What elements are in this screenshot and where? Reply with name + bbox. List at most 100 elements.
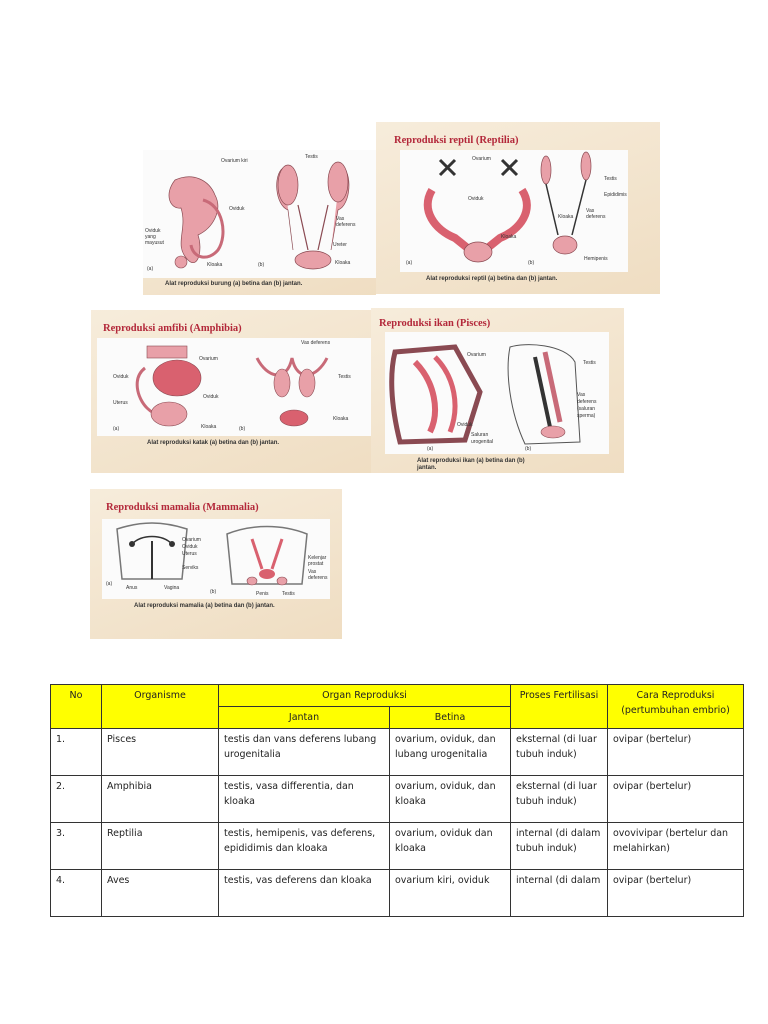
label-saluran-sperma-1: (saluran [577,406,596,412]
label-vas: Vas [308,569,317,575]
cell-betina: ovarium, oviduk dan kloaka [389,822,511,870]
sub-b: (b) [239,426,246,432]
sub-b: (b) [528,260,535,266]
caption-mamalia: Alat reproduksi mamalia (a) betina dan (… [134,603,275,609]
caption-reptil: Alat reproduksi reptil (a) betina dan (b… [426,276,558,282]
sub-a: (a) [406,260,413,266]
label-kloaka: Kloaka [501,234,517,240]
label-vas: Vas [586,208,595,214]
label-vas: Vas [336,216,345,222]
cell-organisme: Pisces [101,728,219,776]
cell-proses: internal (di dalam tubuh induk) [510,822,608,870]
figure-amfibi [97,338,373,436]
label-deferens: deferens [336,222,356,228]
label-prostat: prostat [308,561,324,567]
header-organisme: Organisme [101,684,219,729]
title-reptil: Reproduksi reptil (Reptilia) [394,135,519,146]
cell-betina: ovarium, oviduk, dan kloaka [389,775,511,823]
panel-mamalia: Reproduksi mamalia (Mammalia) Ovarium Ov… [90,489,342,639]
label-testis: Testis [583,360,596,366]
label-ovarium: Ovarium [467,352,486,358]
figure-mamalia [102,519,330,599]
cell-jantan: testis dan vans deferens lubang urogenit… [218,728,390,776]
table-row: 4. Aves testis, vas deferens dan kloaka … [50,869,744,917]
label-deferens: deferens [586,214,606,220]
label-kloaka-betina: Kloaka [207,262,223,268]
illustration-reptil [423,151,592,263]
label-oviduk: Oviduk [113,374,129,380]
caption-ikan-2: jantan. [417,465,437,471]
table-row: 3. Reptilia testis, hemipenis, vas defer… [50,822,744,870]
cell-jantan: testis, vasa differentia, dan kloaka [218,775,390,823]
label-penis: Penis [256,591,269,597]
label-deferens: deferens [577,399,597,405]
label-testis: Testis [338,374,351,380]
caption-amfibi: Alat reproduksi katak (a) betina dan (b)… [147,440,280,446]
illustration-mamalia [116,522,308,586]
title-ikan: Reproduksi ikan (Pisces) [379,318,491,329]
label-oviduk: Oviduk [182,544,198,550]
cell-jantan: testis, vas deferens dan kloaka [218,869,390,917]
cell-organisme: Aves [101,869,219,917]
illustration-burung-betina [168,161,350,270]
panel-amfibi: Reproduksi amfibi (Amphibia) Ovarium Ovi… [91,310,385,473]
cell-proses: eksternal (di luar tubuh induk) [510,775,608,823]
cell-cara: ovipar (bertelur) [607,869,744,917]
label-oviduk: Oviduk [229,206,245,212]
label-oviduk: Oviduk [468,196,484,202]
caption-burung: Alat reproduksi burung (a) betina dan (b… [165,281,303,287]
cell-no: 3. [50,822,102,870]
cell-proses: internal (di dalam [510,869,608,917]
panel-burung: Ovarium kiri Oviduk Oviduk yang mayusut … [143,150,376,295]
label-urogenital: urogenital [471,439,493,445]
label-vas-deferens: Vas deferens [301,340,331,346]
cell-no: 4. [50,869,102,917]
label-testis: Testis [305,154,318,160]
sub-b: (b) [525,446,532,452]
illustration-amfibi [135,345,329,427]
label-kloaka-2: Kloaka [558,214,574,220]
label-oviduk-menyusut-3: mayusut [145,240,164,246]
cell-cara: ovovivipar (bertelur dan melahirkan) [607,822,744,870]
cell-no: 2. [50,775,102,823]
label-kloaka: Kloaka [201,424,217,430]
header-jantan: Jantan [218,706,390,729]
label-saluran-sperma-2: sperma) [577,413,596,419]
header-no: No [50,684,102,729]
label-ovarium: Ovarium [182,537,201,543]
cell-jantan: testis, hemipenis, vas deferens, epididi… [218,822,390,870]
label-oviduk: Oviduk [457,422,473,428]
label-vagina: Vagina [164,585,180,591]
table-row: 1. Pisces testis dan vans deferens luban… [50,728,744,776]
sub-a: (a) [147,266,154,272]
label-serviks: Serviks [182,565,199,571]
cell-proses: eksternal (di luar tubuh induk) [510,728,608,776]
cell-organisme: Reptilia [101,822,219,870]
label-oviduk-2: Oviduk [203,394,219,400]
header-organ-reproduksi: Organ Reproduksi [218,684,511,707]
illustration-ikan [389,344,581,445]
header-cara-line-2: (pertumbuhan embrio) [621,705,730,716]
header-proses-fertilisasi: Proses Fertilisasi [510,684,608,729]
header-betina: Betina [389,706,511,729]
table-row: 2. Amphibia testis, vasa differentia, da… [50,775,744,823]
label-testis: Testis [282,591,295,597]
header-cara-reproduksi: Cara Reproduksi (pertumbuhan embrio) [607,684,744,729]
cell-cara: ovipar (bertelur) [607,728,744,776]
cell-betina: ovarium kiri, oviduk [389,869,511,917]
header-cara-line-1: Cara Reproduksi [636,690,715,701]
label-uterus: Uterus [113,400,128,406]
label-kloaka-2: Kloaka [333,416,349,422]
label-kloaka-jantan: Kloaka [335,260,351,266]
label-hemipenis: Hemipenis [584,256,608,262]
label-anus: Anus [126,585,138,591]
label-ureter: Ureter [333,242,347,248]
label-uterus: Uterus [182,551,197,557]
label-kelenjar: Kelenjar [308,555,327,561]
title-mamalia: Reproduksi mamalia (Mammalia) [106,502,259,513]
label-saluran: Saluran [471,432,489,438]
title-amfibi: Reproduksi amfibi (Amphibia) [103,323,242,334]
reproduction-table: No Organisme Organ Reproduksi Proses Fer… [50,684,744,917]
cell-cara: ovipar (bertelur) [607,775,744,823]
label-epididimis: Epididimis [604,192,627,198]
